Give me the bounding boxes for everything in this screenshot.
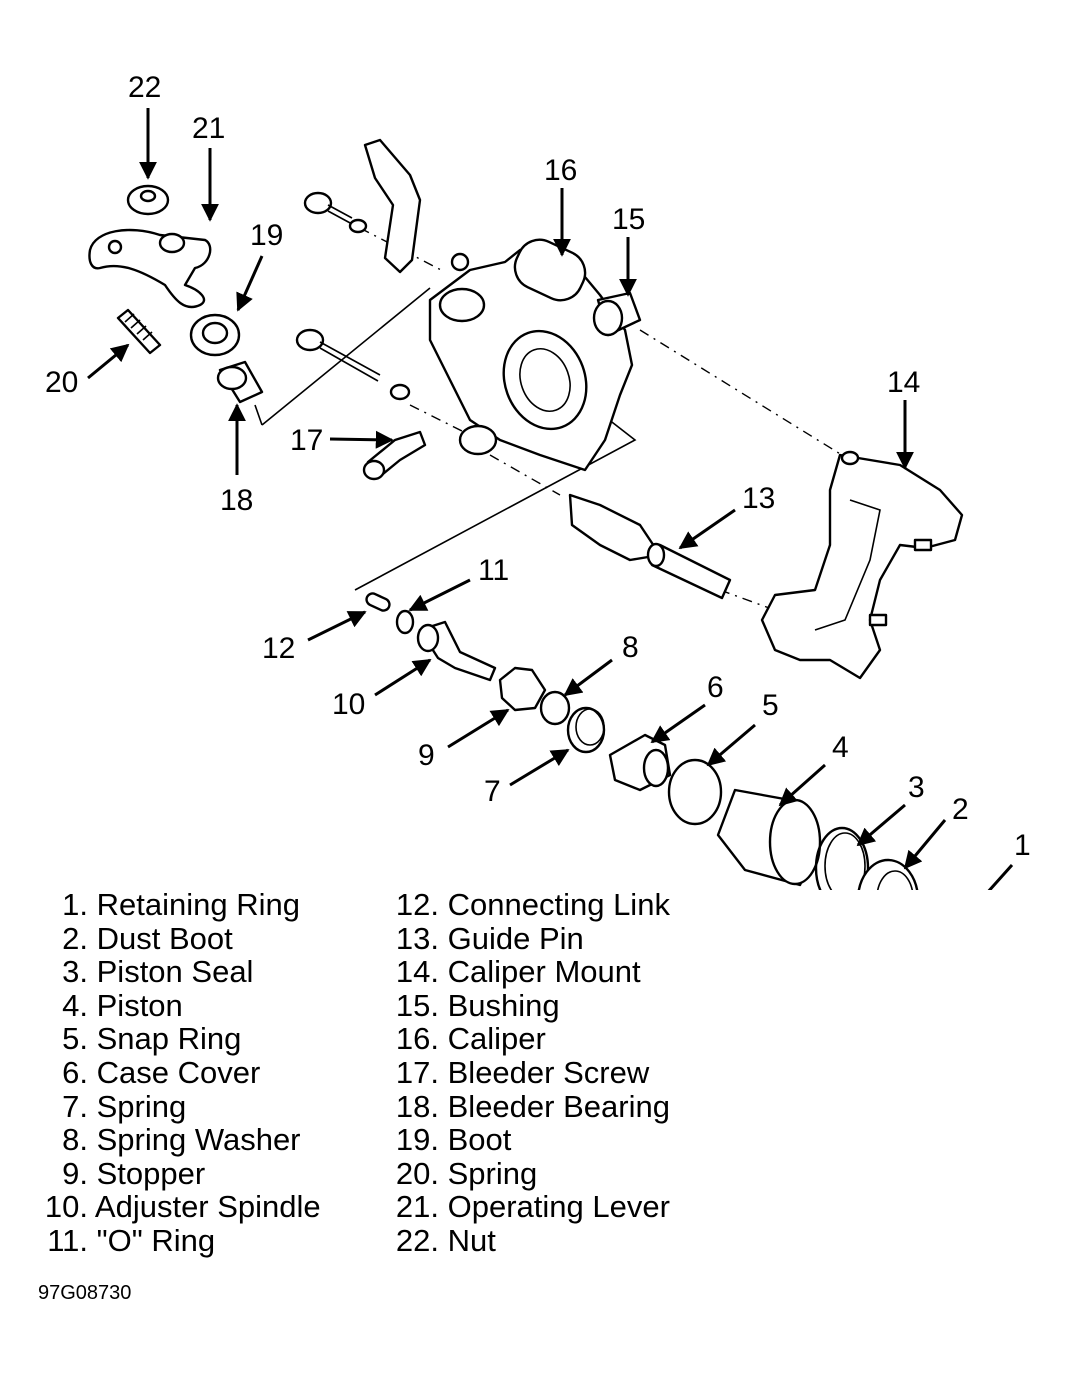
callout-22: 22 bbox=[128, 71, 161, 104]
operating-lever-part bbox=[88, 228, 212, 309]
legend-item: 2. Dust Boot bbox=[62, 920, 233, 956]
legend-item: 19. Boot bbox=[395, 1122, 512, 1158]
legend-item: 8. Spring Washer bbox=[62, 1122, 301, 1158]
caliper-mount-part bbox=[760, 450, 964, 680]
callout-7: 7 bbox=[484, 775, 501, 808]
legend-item: 17. Bleeder Screw bbox=[395, 1054, 650, 1090]
callout-15: 15 bbox=[612, 203, 645, 236]
callout-19: 19 bbox=[250, 219, 283, 252]
legend-item: 9. Stopper bbox=[62, 1155, 206, 1191]
callout-5: 5 bbox=[762, 689, 779, 722]
callout-2: 2 bbox=[952, 793, 969, 826]
legend-item: 21. Operating Lever bbox=[395, 1189, 670, 1225]
legend-item: 20. Spring bbox=[395, 1155, 538, 1191]
callout-9: 9 bbox=[418, 739, 435, 772]
callout-18: 18 bbox=[220, 484, 253, 517]
stopper-part bbox=[498, 666, 547, 712]
piston-part bbox=[716, 788, 822, 887]
leader-arrows bbox=[87, 108, 1014, 890]
o-ring-part bbox=[395, 609, 415, 635]
nut-part bbox=[126, 184, 170, 216]
callout-6: 6 bbox=[707, 671, 724, 704]
bracket-part bbox=[363, 138, 422, 274]
legend-item: 14. Caliper Mount bbox=[395, 954, 641, 990]
case-cover-part bbox=[608, 733, 672, 792]
legend-item: 7. Spring bbox=[62, 1088, 187, 1124]
bleeder-bearing-part bbox=[216, 360, 264, 404]
figure-id: 97G08730 bbox=[38, 1282, 132, 1304]
callout-17: 17 bbox=[290, 424, 323, 457]
legend-item: 4. Piston bbox=[62, 987, 183, 1023]
piston-seal-part bbox=[814, 826, 870, 890]
callout-20: 20 bbox=[45, 366, 78, 399]
legend-item: 22. Nut bbox=[395, 1222, 496, 1258]
legend-item: 12. Connecting Link bbox=[395, 887, 670, 922]
legend-item: 1. Retaining Ring bbox=[62, 887, 300, 922]
legend-right: 12. Connecting Link 13. Guide Pin 14. Ca… bbox=[383, 888, 670, 1258]
legend-item: 18. Bleeder Bearing bbox=[395, 1088, 670, 1124]
bolt-part-lower bbox=[295, 328, 411, 401]
dust-boot-part bbox=[857, 858, 919, 890]
boot-part-19 bbox=[189, 313, 241, 357]
spring-part-7 bbox=[566, 706, 606, 754]
callout-21: 21 bbox=[192, 112, 225, 145]
legend-item: 10. Adjuster Spindle bbox=[44, 1189, 321, 1225]
guide-pin-part bbox=[568, 493, 732, 600]
spring-washer-part bbox=[539, 690, 571, 726]
callout-4: 4 bbox=[832, 731, 849, 764]
bleeder-screw-part bbox=[362, 430, 427, 481]
bushing-part bbox=[592, 291, 642, 337]
exploded-caliper-diagram: 22 21 19 20 18 17 16 15 14 13 11 12 10 8… bbox=[45, 71, 1031, 890]
callout-11: 11 bbox=[478, 554, 509, 587]
legend-item: 5. Snap Ring bbox=[62, 1021, 242, 1057]
legend-item: 11. "O" Ring bbox=[47, 1222, 216, 1258]
snap-ring-part bbox=[667, 758, 723, 826]
callout-10: 10 bbox=[332, 688, 365, 721]
callout-16: 16 bbox=[544, 154, 577, 187]
legend-item: 15. Bushing bbox=[395, 987, 560, 1023]
callout-13: 13 bbox=[742, 482, 775, 515]
callout-8: 8 bbox=[622, 631, 639, 664]
legend-left: 1. Retaining Ring 2. Dust Boot 3. Piston… bbox=[32, 888, 321, 1258]
callout-14: 14 bbox=[887, 366, 920, 399]
spring-part-20 bbox=[116, 308, 162, 355]
legend-item: 6. Case Cover bbox=[62, 1054, 261, 1090]
legend-item: 3. Piston Seal bbox=[62, 954, 254, 990]
callout-labels: 22 21 19 20 18 17 16 15 14 13 11 12 10 8… bbox=[45, 71, 1031, 862]
bolt-part-upper bbox=[303, 191, 368, 234]
callout-1: 1 bbox=[1014, 829, 1031, 862]
adjuster-spindle-part bbox=[416, 620, 497, 682]
connecting-link-part bbox=[365, 592, 391, 612]
callout-12: 12 bbox=[262, 632, 295, 665]
legend-item: 13. Guide Pin bbox=[395, 920, 584, 956]
callout-3: 3 bbox=[908, 771, 925, 804]
legend-item: 16. Caliper bbox=[395, 1021, 546, 1057]
caliper-part bbox=[428, 238, 634, 472]
